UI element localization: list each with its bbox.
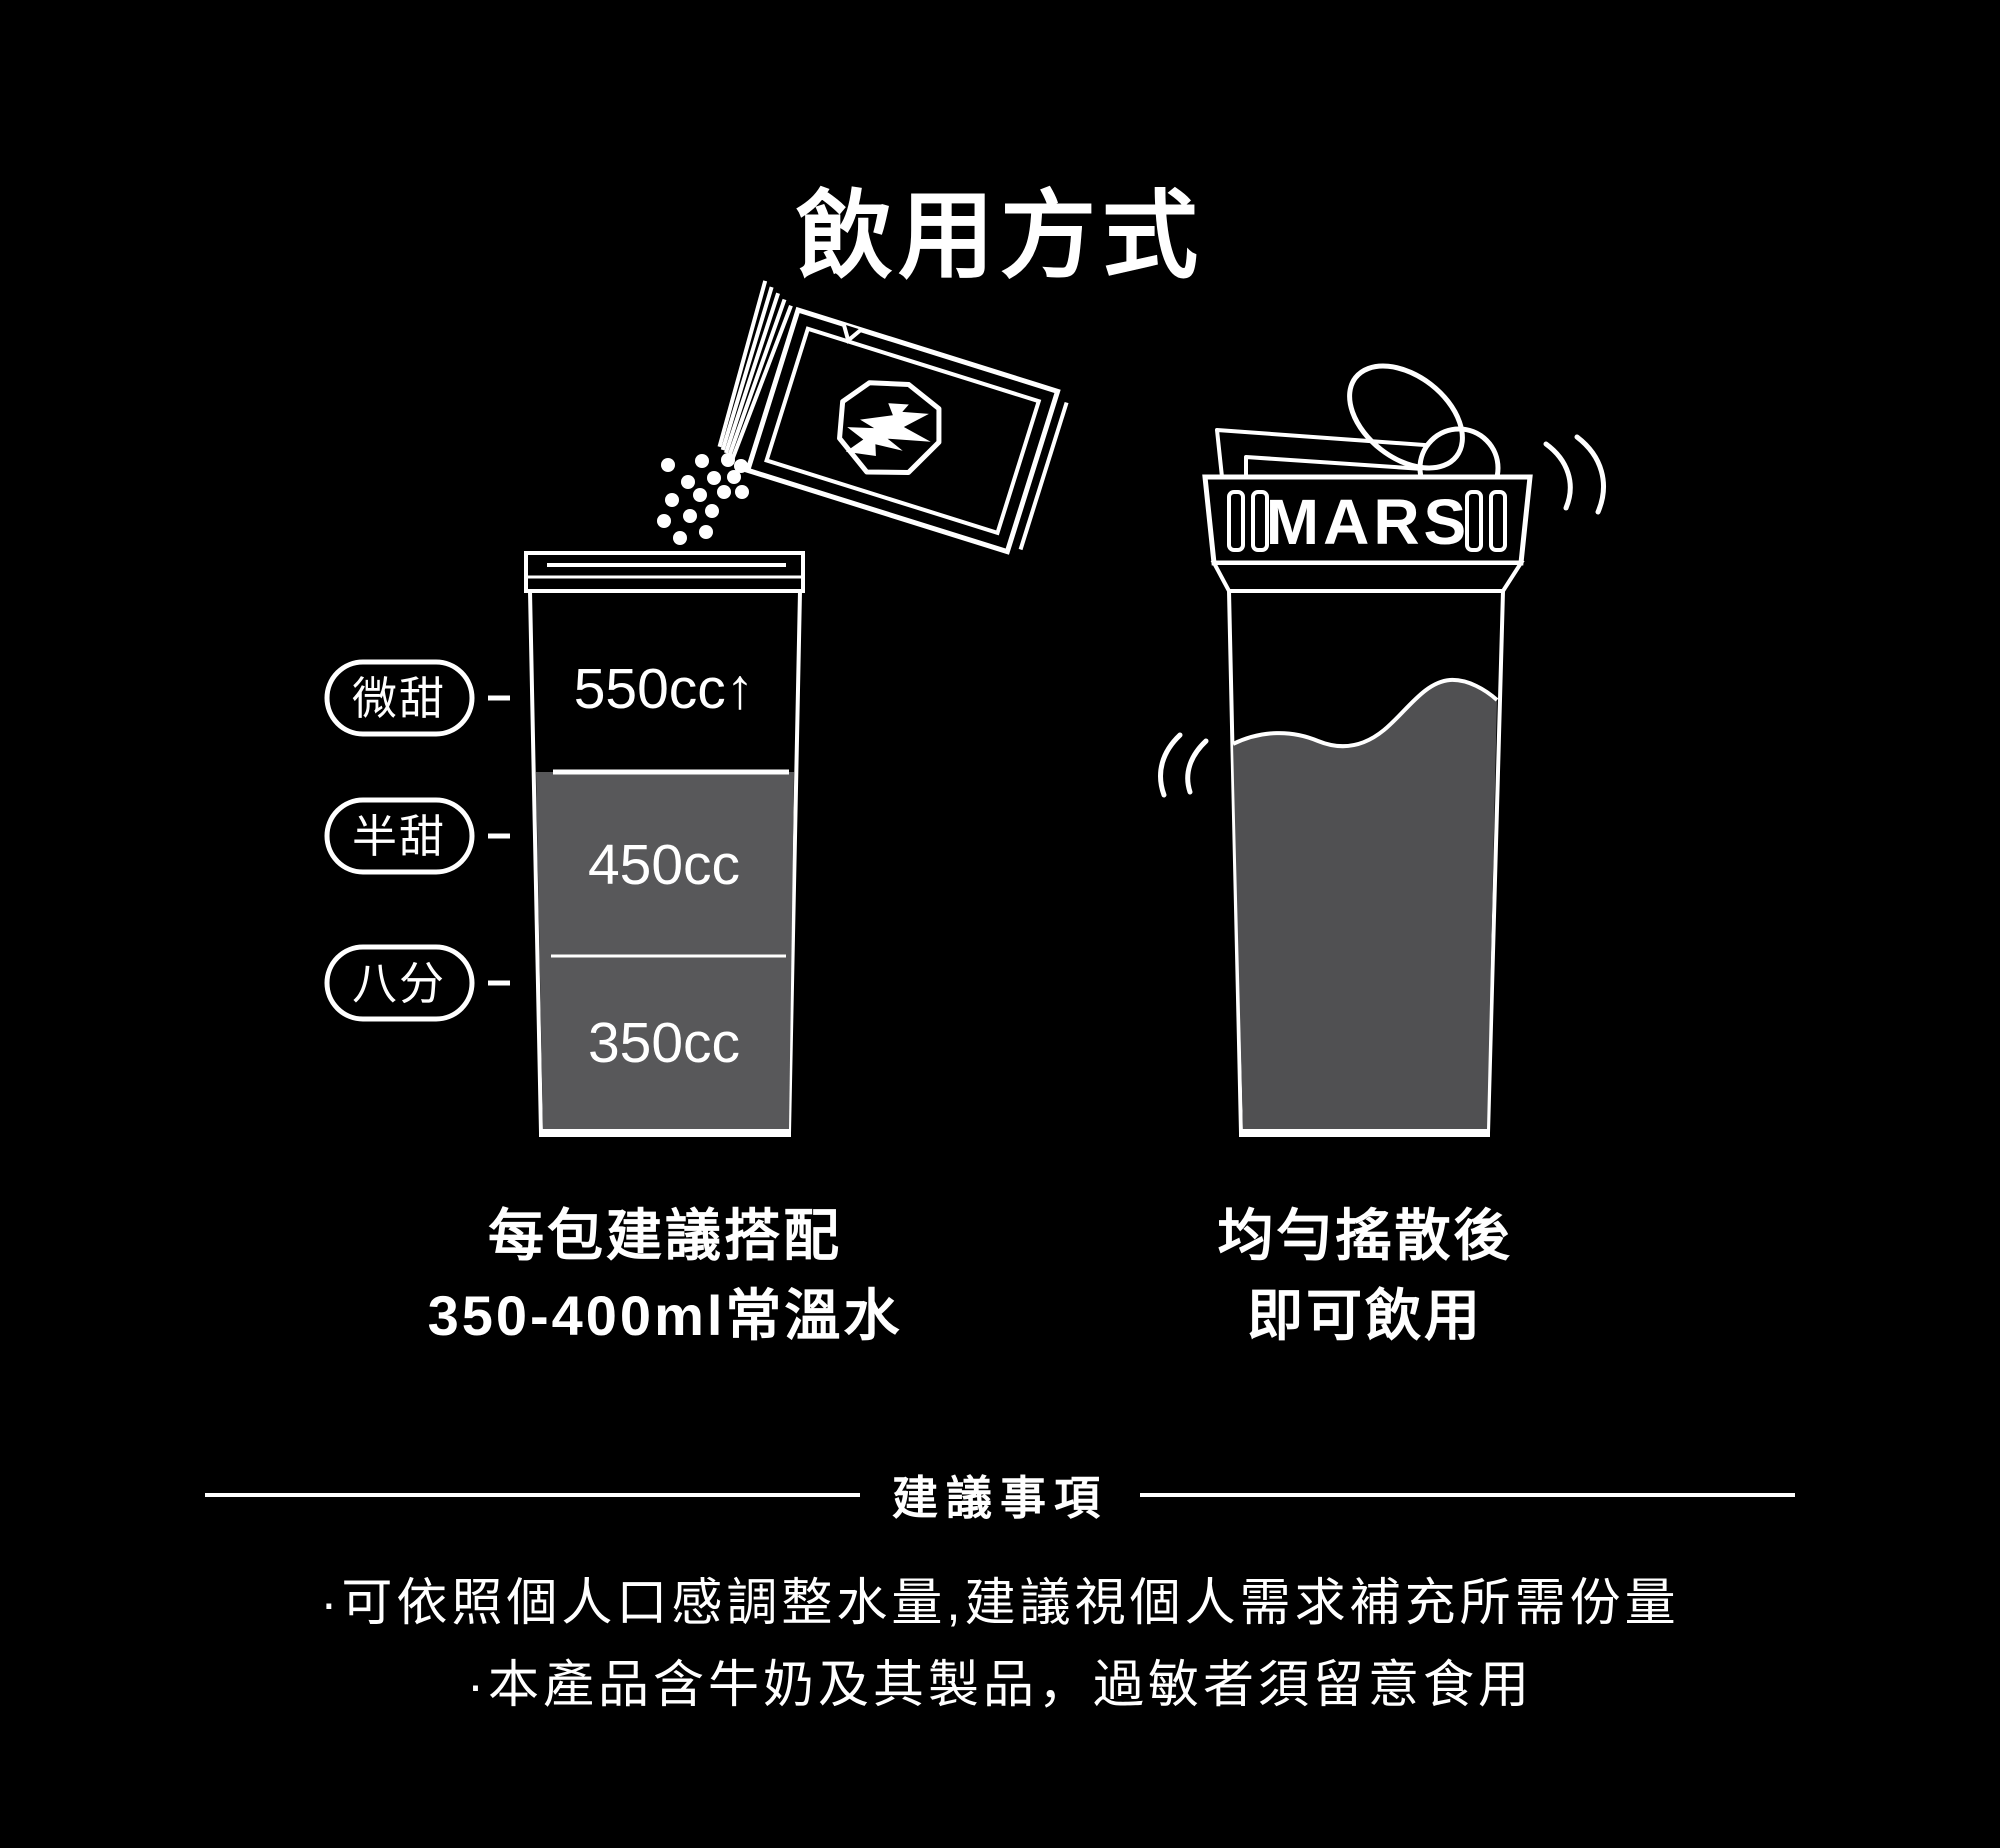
measuring-cup: 550cc↑ 450cc 350cc (524, 551, 805, 1137)
sweetness-labels: 微甜 半甜 八分 (324, 659, 510, 1022)
sachet-inner-border (764, 326, 1042, 536)
advisory-section: 建議事項 ·可依照個人口感調整水量,建議視個人需求補充所需份量 ·本產品含牛奶及… (0, 1462, 2000, 1722)
shaker-caption: 均勻搖散後 即可飲用 (1015, 1196, 1715, 1356)
shaker-liquid (1233, 679, 1497, 1130)
motion-lines-icon (1158, 434, 1606, 798)
sweetness-pill-eighty-label: 八分 (352, 958, 446, 1009)
cup-volume-450: 450cc (588, 833, 740, 897)
powder-dots-icon (657, 453, 749, 545)
sachet-flap-line (1018, 401, 1069, 551)
cup-caption-line2: 350-400ml常溫水 (427, 1284, 903, 1347)
sweetness-pill-light-label: 微甜 (352, 673, 446, 724)
advisory-heading: 建議事項 (892, 1472, 1108, 1524)
shaker-caption-line1: 均勻搖散後 (1217, 1204, 1513, 1267)
liquid-wave-line (1232, 677, 1499, 749)
advisory-note-1: ·可依照個人口感調整水量,建議視個人需求補充所需份量 (320, 1574, 1680, 1631)
heading-rule-right (1140, 1493, 1795, 1497)
cup-volume-350: 350cc (588, 1011, 740, 1075)
sachet-crimp-edge (717, 280, 793, 460)
mars-logo-badge-icon (837, 380, 942, 475)
sachet-tear-notch (841, 323, 863, 344)
shaker-caption-line2: 即可飲用 (1247, 1284, 1483, 1347)
sweetness-pill-half-label: 半甜 (352, 811, 446, 862)
shaker-carry-loop (1347, 363, 1465, 471)
shaker-brand-logo: MARS (1266, 486, 1470, 558)
page-title: 飲用方式 (796, 183, 1204, 290)
sweetness-pill-eighty: 八分 (324, 944, 510, 1022)
cup-caption-line1: 每包建議搭配 (488, 1204, 842, 1267)
lid-band-grip-bars-icon (1227, 490, 1507, 552)
shaker-shoulder (1210, 561, 1525, 593)
sweetness-pill-light: 微甜 (324, 659, 510, 737)
sweetness-pill-half: 半甜 (324, 797, 510, 875)
heading-rule-left (205, 1493, 860, 1497)
advisory-note-2: ·本產品含牛奶及其製品，過敏者須留意食用 (467, 1656, 1533, 1713)
cup-rim (524, 551, 805, 593)
shaker-illustration: MARS (1158, 363, 1606, 1137)
cup-water-fill (536, 772, 794, 1130)
sachet-pour-illustration: 550cc↑ 450cc 350cc 微甜 半甜 八分 (324, 280, 1069, 1137)
sachet-packet (717, 280, 1069, 555)
advisory-heading-row: 建議事項 (0, 1462, 2000, 1528)
cup-volume-550: 550cc↑ (574, 657, 755, 721)
cup-caption: 每包建議搭配 350-400ml常溫水 (315, 1196, 1015, 1356)
